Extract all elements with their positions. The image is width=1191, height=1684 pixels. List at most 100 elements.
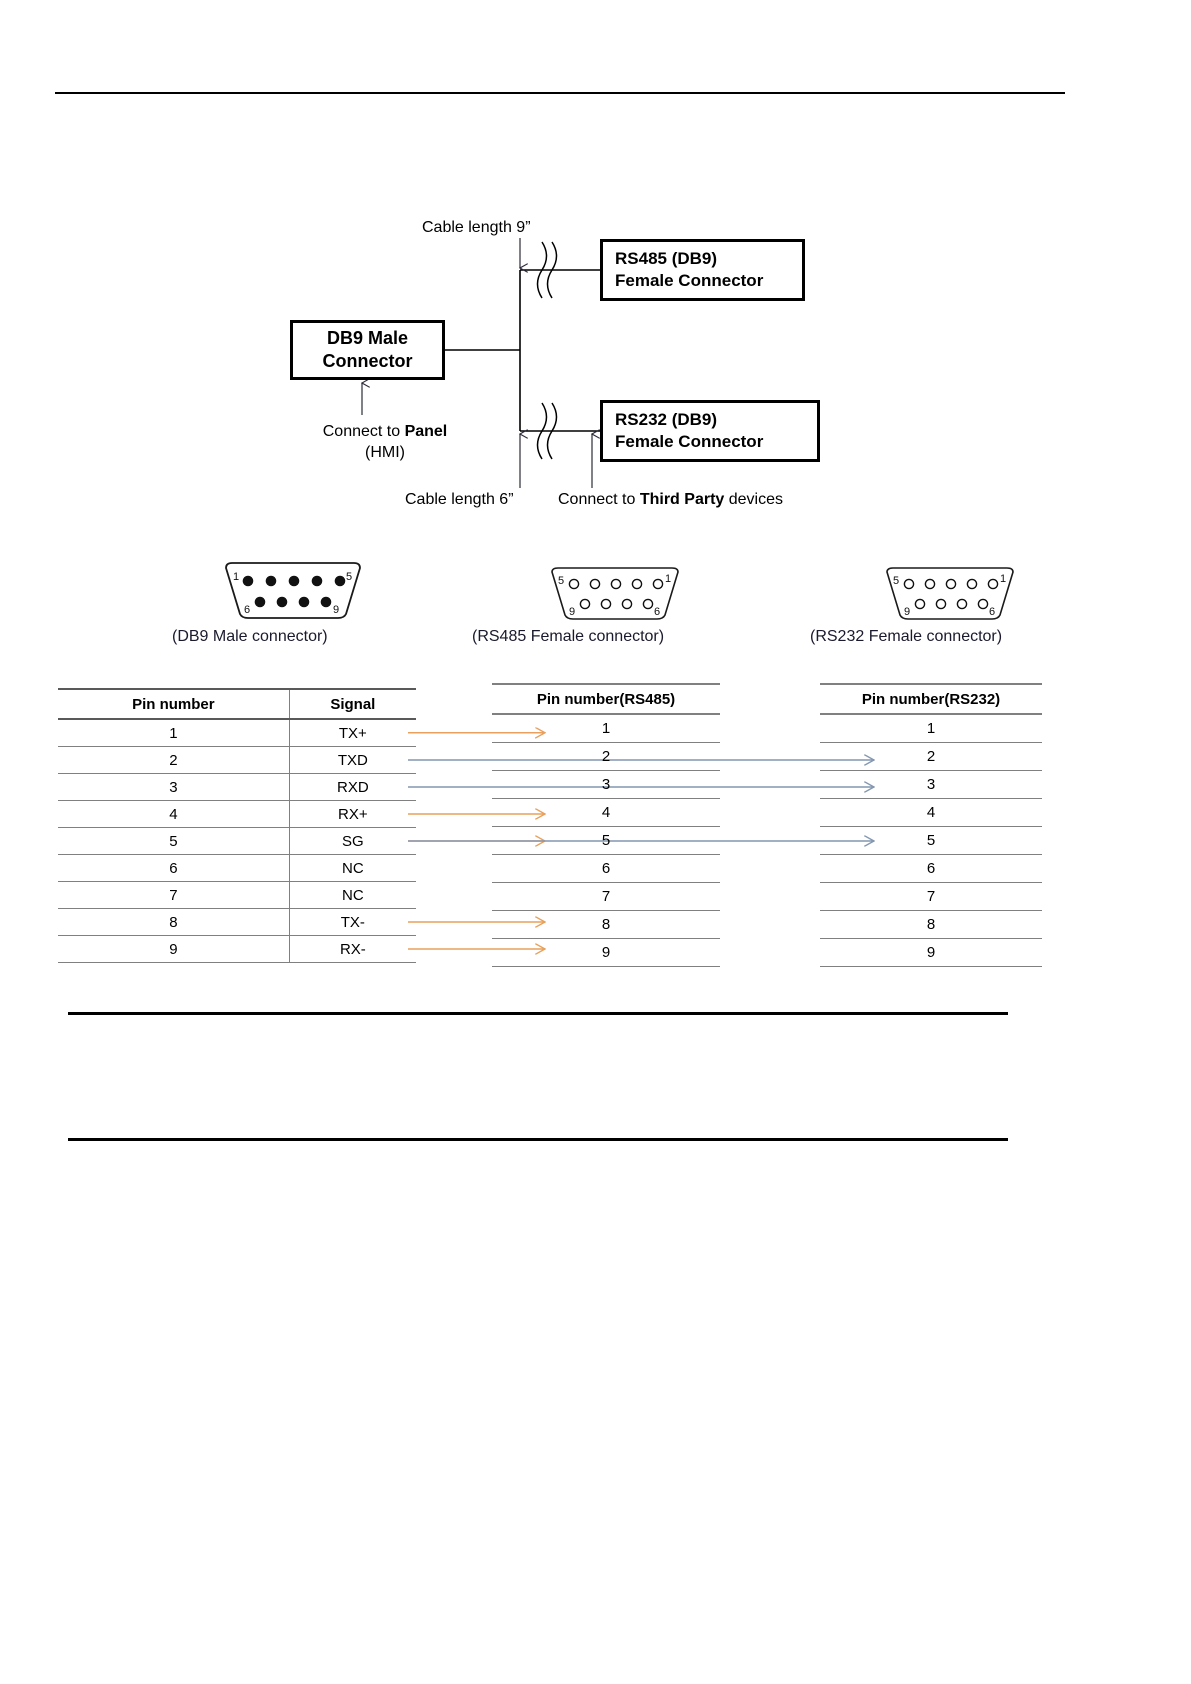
table-row: 5 (492, 826, 720, 855)
section-rule-upper (68, 1012, 1008, 1015)
cell-pin-number-rs485: 5 (492, 826, 720, 855)
svg-text:9: 9 (333, 604, 339, 616)
table-row: 3 (492, 770, 720, 799)
header-rule (55, 92, 1065, 94)
cell-pin-number: 3 (58, 773, 290, 801)
cell-pin-number-rs485: 1 (492, 714, 720, 743)
header-pin-number-rs485: Pin number(RS485) (492, 683, 720, 715)
rs485-female-connector-graphic: 5 1 9 6 (551, 567, 679, 620)
box-rs232-line1: RS232 (DB9) (615, 410, 718, 430)
header-signal: Signal (289, 688, 416, 720)
cell-pin-number-rs485: 6 (492, 854, 720, 883)
svg-text:9: 9 (904, 606, 910, 618)
box-db9-male-connector: DB9 Male Connector (290, 320, 445, 380)
table-row: 8 (492, 910, 720, 939)
cell-pin-number-rs485: 7 (492, 882, 720, 911)
connect-panel-prefix: Connect to (322, 423, 405, 440)
cell-pin-number-rs485: 4 (492, 798, 720, 827)
box-rs485-line2: Female Connector (615, 271, 764, 290)
cell-pin-number-rs232: 5 (820, 826, 1042, 855)
svg-text:6: 6 (989, 606, 995, 618)
cell-pin-number: 4 (58, 800, 290, 828)
svg-text:1: 1 (233, 571, 239, 583)
cell-pin-number: 5 (58, 827, 290, 855)
cell-pin-number-rs232: 8 (820, 910, 1042, 939)
caption-db9-male: (DB9 Male connector) (172, 628, 328, 645)
table-row: 7 (820, 882, 1042, 911)
cell-pin-number: 7 (58, 881, 290, 909)
table-header-row: Pin number Signal (58, 688, 416, 720)
table-row: 9 (820, 938, 1042, 967)
svg-text:9: 9 (569, 606, 575, 618)
cell-pin-number-rs485: 9 (492, 938, 720, 967)
box-rs232-female-connector: RS232 (DB9) Female Connector (600, 400, 820, 462)
connect-panel-bold: Panel (404, 423, 448, 440)
connect-third-bold: Third Party (639, 491, 725, 508)
cell-pin-number-rs232: 6 (820, 854, 1042, 883)
cell-signal: NC (289, 854, 416, 882)
table-row: 3 (820, 770, 1042, 799)
table-row: 8 (820, 910, 1042, 939)
table-row: 4 (492, 798, 720, 827)
svg-text:1: 1 (665, 573, 671, 585)
cell-pin-number: 2 (58, 746, 290, 774)
cell-pin-number-rs232: 2 (820, 742, 1042, 771)
table-row: 6 (492, 854, 720, 883)
box-rs485-line1: RS485 (DB9) (615, 249, 718, 269)
table-row: 2 (492, 742, 720, 771)
section-rule-lower (68, 1138, 1008, 1141)
box-rs485-female-connector: RS485 (DB9) Female Connector (600, 239, 805, 301)
label-connect-third-party: Connect to Third Party devices (558, 490, 783, 511)
svg-text:6: 6 (654, 606, 660, 618)
svg-text:5: 5 (346, 571, 352, 583)
cell-pin-number-rs232: 9 (820, 938, 1042, 967)
box-db9-line2: Connector (322, 351, 413, 371)
table-row: 5 (820, 826, 1042, 855)
box-rs232-line2: Female Connector (615, 432, 764, 451)
cell-pin-number-rs485: 3 (492, 770, 720, 799)
caption-rs232-female: (RS232 Female connector) (810, 628, 1003, 645)
cable-block-diagram: DB9 Male Connector RS485 (DB9) Female Co… (280, 200, 880, 520)
label-cable-length-9: Cable length 9” (422, 219, 531, 236)
rs232-female-connector-graphic: 5 1 9 6 (886, 567, 1014, 620)
cell-pin-number: 1 (58, 719, 290, 747)
cell-pin-number-rs232: 1 (820, 714, 1042, 743)
table-row: 9 (492, 938, 720, 967)
table-header-row: Pin number(RS485) (492, 683, 720, 715)
svg-text:5: 5 (558, 575, 564, 587)
cell-pin-number-rs232: 3 (820, 770, 1042, 799)
label-cable-length-6: Cable length 6” (405, 491, 514, 508)
connect-third-suffix: devices (724, 491, 783, 508)
cell-pin-number-rs232: 7 (820, 882, 1042, 911)
table-row: 4 (820, 798, 1042, 827)
connect-panel-line2: (HMI) (365, 443, 405, 461)
caption-rs485-female: (RS485 Female connector) (472, 628, 665, 645)
label-connect-to-panel: Connect to Panel (HMI) (290, 422, 480, 464)
connect-third-prefix: Connect to (558, 491, 640, 508)
cell-signal: RXD (289, 773, 416, 801)
cell-signal: TX- (289, 908, 416, 936)
db9-male-connector-graphic: 1 5 6 9 (225, 562, 361, 619)
cell-pin-number-rs485: 2 (492, 742, 720, 771)
cell-pin-number-rs232: 4 (820, 798, 1042, 827)
svg-text:1: 1 (1000, 573, 1006, 585)
table-row: 1 (820, 714, 1042, 743)
cell-pin-number: 6 (58, 854, 290, 882)
svg-text:5: 5 (893, 575, 899, 587)
box-db9-line1: DB9 Male (326, 327, 409, 348)
diagram-lines (280, 238, 600, 488)
header-pin-number-rs232: Pin number(RS232) (820, 683, 1042, 715)
cell-signal: TXD (289, 746, 416, 774)
cell-signal: RX+ (289, 800, 416, 828)
